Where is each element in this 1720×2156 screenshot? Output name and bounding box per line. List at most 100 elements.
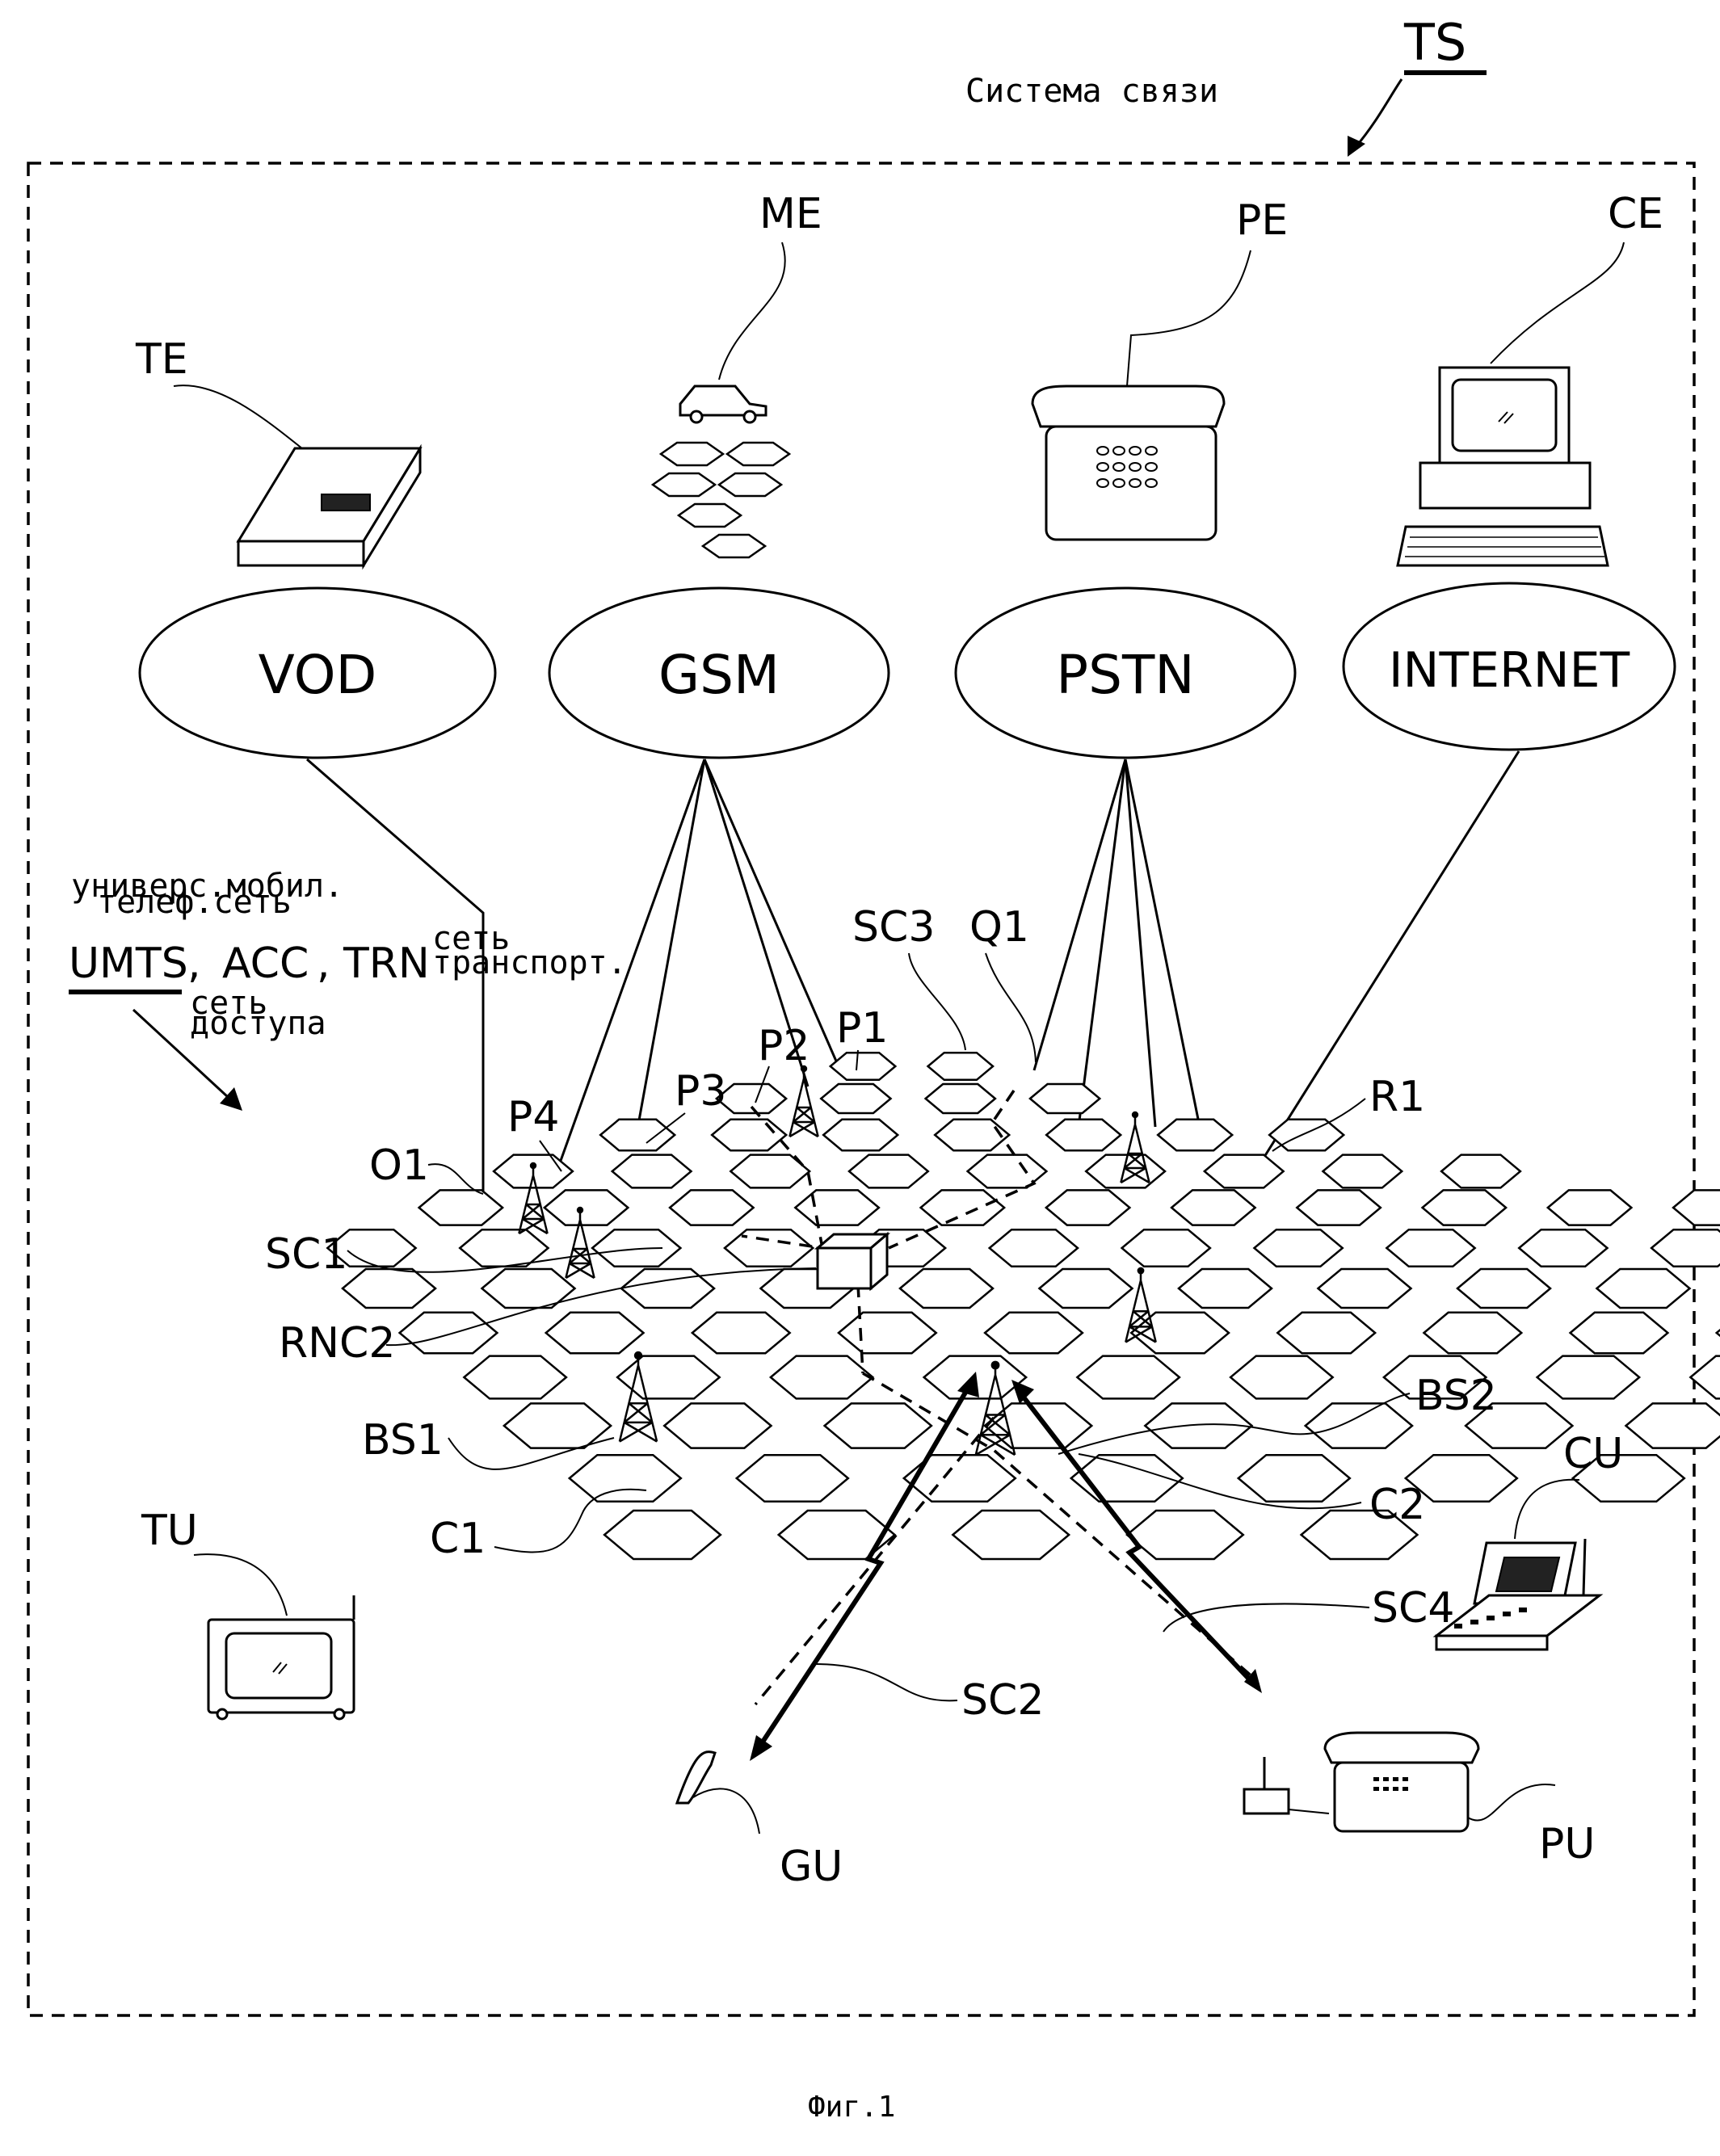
hex-cell	[953, 1511, 1069, 1559]
pu-terminal: PU	[1244, 1733, 1595, 1868]
hex-cell	[825, 1403, 931, 1448]
ts-label: TS	[1403, 13, 1466, 72]
hex-cell	[771, 1356, 873, 1399]
hex-cell	[1238, 1455, 1350, 1502]
bs2-label: BS2	[1415, 1372, 1497, 1420]
hex-cell	[460, 1229, 548, 1267]
internet-label: INTERNET	[1389, 642, 1630, 699]
p3-label: P3	[675, 1067, 726, 1116]
hex-cell	[1230, 1356, 1333, 1399]
hex-cell	[617, 1356, 720, 1399]
hex-cell	[1597, 1269, 1690, 1308]
trn-label: TRN	[343, 939, 430, 988]
hex-cell	[1077, 1356, 1180, 1399]
figure-caption: Фиг.1	[808, 2091, 895, 2124]
svg-text:,: ,	[187, 939, 201, 988]
te-label: TE	[135, 335, 188, 384]
umts-note-2: телеф.сеть	[97, 884, 292, 921]
ce-label: CE	[1608, 190, 1663, 238]
hex-cell	[921, 1190, 1005, 1225]
hex-cell	[1537, 1356, 1640, 1399]
hex-cell	[1297, 1190, 1381, 1225]
pe-terminal: PE	[1032, 196, 1288, 540]
hex-cell	[1424, 1313, 1522, 1353]
hex-cell	[831, 1053, 896, 1080]
hex-cell	[985, 1403, 1091, 1448]
hex-cell	[1277, 1313, 1375, 1353]
p2-label: P2	[758, 1022, 810, 1070]
hex-cell	[600, 1120, 675, 1150]
hex-cell	[546, 1313, 644, 1353]
hex-cell	[1122, 1229, 1210, 1267]
hex-cell	[604, 1511, 721, 1559]
sc1-label: SC1	[265, 1230, 347, 1279]
hex-cell	[400, 1313, 498, 1353]
umts-label: UMTS	[69, 939, 188, 988]
hex-cell	[570, 1455, 681, 1502]
hex-cell	[1571, 1313, 1668, 1353]
hex-cell	[990, 1229, 1078, 1267]
gu-label: GU	[780, 1843, 843, 1891]
hex-cell	[1457, 1269, 1550, 1308]
acc-label: ACC	[222, 939, 309, 988]
hex-cell	[1030, 1084, 1100, 1113]
hex-cell	[1441, 1155, 1520, 1188]
hex-cell	[737, 1455, 848, 1502]
pe-label: PE	[1236, 196, 1288, 245]
hex-cell	[592, 1229, 680, 1267]
bs1-label: BS1	[362, 1416, 444, 1465]
vod-network: VOD	[140, 588, 495, 758]
hex-cell	[712, 1120, 786, 1150]
hex-cell	[612, 1155, 692, 1188]
trn-note-2: транспорт.	[432, 944, 627, 981]
hex-cell	[1131, 1313, 1229, 1353]
hex-cell	[1519, 1229, 1607, 1267]
hex-cell	[1423, 1190, 1507, 1225]
sc3-label: SC3	[852, 903, 935, 952]
hex-cell	[343, 1269, 435, 1308]
hex-cell	[1626, 1403, 1720, 1448]
me-label: ME	[759, 190, 822, 238]
c1-label: C1	[430, 1515, 486, 1563]
hex-cell	[419, 1190, 503, 1225]
hex-cell	[1171, 1190, 1255, 1225]
hex-cell	[904, 1455, 1016, 1502]
hex-cell	[1386, 1229, 1474, 1267]
hex-cell	[1548, 1190, 1632, 1225]
hex-cell	[926, 1084, 995, 1113]
q1-label: Q1	[969, 903, 1029, 952]
hex-cell	[1323, 1155, 1402, 1188]
tu-label: TU	[141, 1507, 198, 1555]
hex-cell	[725, 1229, 813, 1267]
hex-cell	[1306, 1403, 1412, 1448]
hex-cell	[935, 1120, 1009, 1150]
pstn-network: PSTN	[956, 588, 1295, 758]
antenna-tower-icon	[789, 1065, 818, 1137]
c2-label: C2	[1369, 1481, 1425, 1529]
hex-cell	[504, 1403, 611, 1448]
hex-cell	[1255, 1229, 1343, 1267]
o1-label: O1	[369, 1141, 429, 1190]
hex-cell	[1673, 1190, 1720, 1225]
hex-cell	[821, 1084, 890, 1113]
gu-terminal: GU	[677, 1752, 843, 1891]
hex-cell	[670, 1190, 754, 1225]
sc4-label: SC4	[1372, 1584, 1454, 1633]
me-terminal: ME	[653, 190, 822, 557]
hex-cell	[1179, 1269, 1272, 1308]
hex-cell	[1158, 1120, 1232, 1150]
system-title: Система связи	[965, 73, 1218, 110]
pu-label: PU	[1539, 1820, 1595, 1868]
hex-cell	[692, 1313, 790, 1353]
hex-cell	[779, 1511, 895, 1559]
tu-terminal: TU	[141, 1507, 354, 1719]
hex-cell	[1651, 1229, 1720, 1267]
hex-cell	[1318, 1269, 1411, 1308]
gsm-network: GSM	[549, 588, 889, 758]
hex-cell	[1205, 1155, 1284, 1188]
te-terminal: TE	[135, 335, 420, 565]
acc-note-2: доступа	[190, 1005, 326, 1042]
rnc2-label: RNC2	[279, 1319, 395, 1368]
vod-label: VOD	[259, 644, 377, 706]
